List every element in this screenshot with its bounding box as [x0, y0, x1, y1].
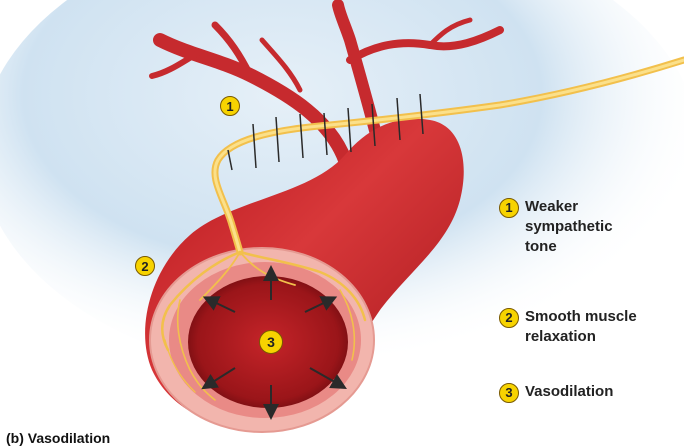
legend-text-1: Weaker sympathetic tone — [525, 197, 613, 257]
legend-badge-2: 2 — [499, 308, 519, 328]
marker-1: 1 — [220, 96, 240, 116]
legend-item-3: 3 Vasodilation — [499, 383, 613, 403]
marker-3: 3 — [259, 330, 283, 354]
legend-badge-1: 1 — [499, 198, 519, 218]
legend-item-2: 2 Smooth muscle relaxation — [499, 308, 637, 347]
legend-text-3: Vasodilation — [525, 382, 613, 402]
marker-2: 2 — [135, 256, 155, 276]
legend-badge-3: 3 — [499, 383, 519, 403]
legend-item-1: 1 Weaker sympathetic tone — [499, 198, 613, 257]
legend-text-2: Smooth muscle relaxation — [525, 307, 637, 347]
